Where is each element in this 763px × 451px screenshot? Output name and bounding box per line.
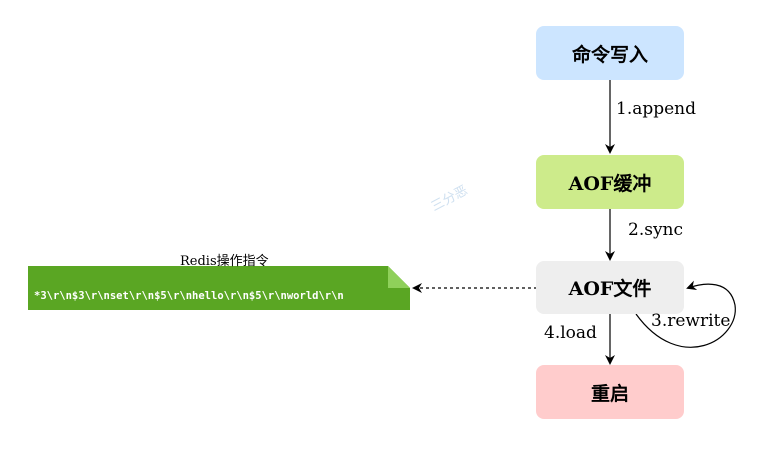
note-title: Redis操作指令 — [180, 254, 269, 269]
note-shape — [28, 266, 410, 310]
label-rewrite: 3.rewrite — [651, 311, 731, 331]
note-fold — [388, 266, 410, 288]
node-aof-buffer: AOF缓冲 — [536, 155, 684, 209]
node-restart: 重启 — [536, 365, 684, 419]
label-load: 4.load — [544, 323, 597, 343]
arrow-rewrite — [635, 280, 736, 348]
node-aof-file: AOF文件 — [536, 261, 684, 314]
label-append: 1.append — [616, 99, 697, 119]
node-command-write: 命令写入 — [536, 26, 684, 80]
note-text: *3\r\n$3\r\nset\r\n$5\r\nhello\r\n$5\r\n… — [34, 290, 344, 302]
label-sync: 2.sync — [628, 220, 684, 240]
